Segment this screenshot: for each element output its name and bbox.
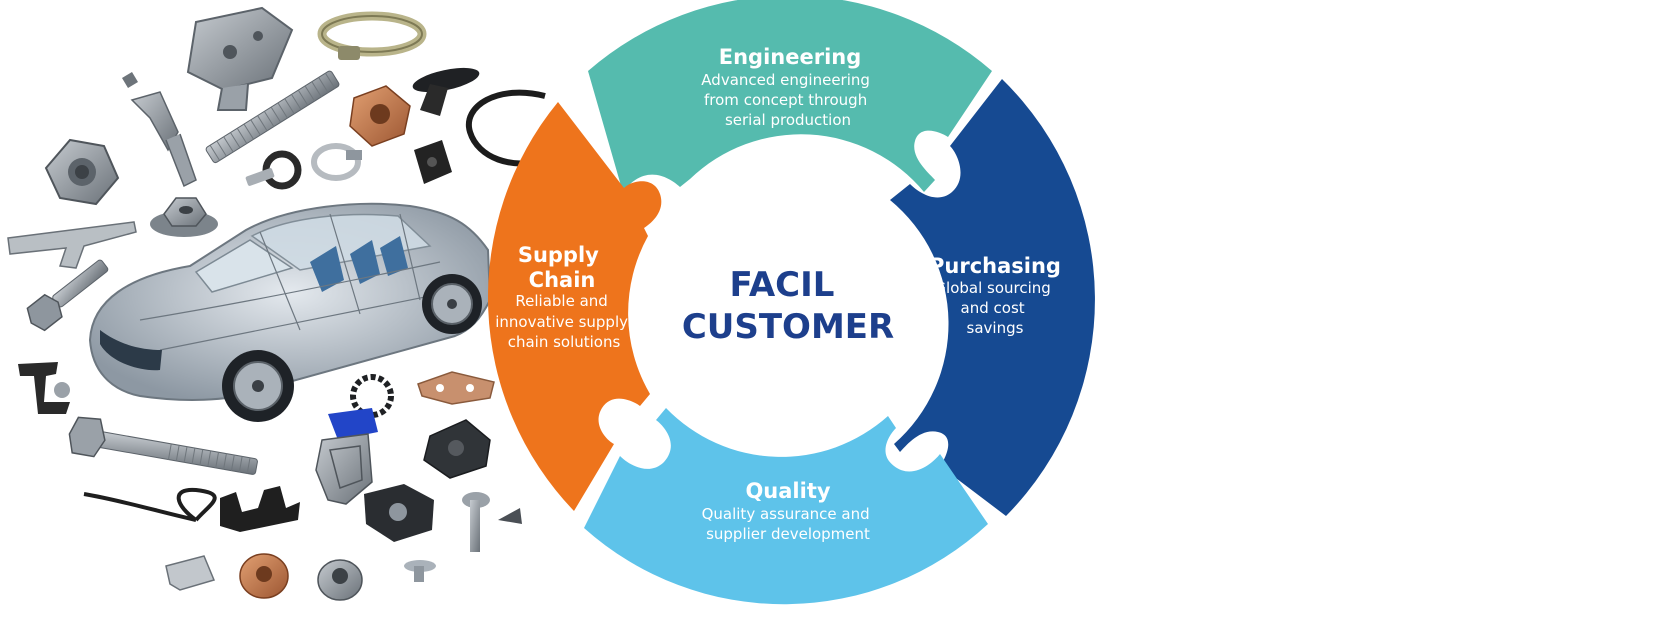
pop-rivet-icon bbox=[462, 492, 490, 552]
blue-clip-icon bbox=[315, 408, 378, 505]
screw-icon bbox=[122, 72, 138, 88]
supply-chain-description: Reliable and innovative supply chain sol… bbox=[495, 292, 633, 351]
segment-engineering-shape bbox=[588, 0, 992, 224]
segment-quality[interactable]: Quality Quality assurance and supplier d… bbox=[584, 408, 988, 605]
nut-icon bbox=[44, 138, 120, 206]
cage-nut-icon bbox=[165, 555, 216, 591]
flange-bolt-icon bbox=[26, 259, 109, 332]
engineering-description: Advanced engineering from concept throug… bbox=[701, 71, 874, 129]
segment-engineering[interactable]: Engineering Advanced engineering from co… bbox=[588, 0, 992, 224]
supply-chain-line-3: chain solutions bbox=[508, 333, 621, 351]
quality-title: Quality bbox=[745, 479, 830, 503]
flange-nut-icon bbox=[150, 197, 218, 237]
quality-line-1: Quality assurance and bbox=[702, 505, 870, 523]
u-nut-icon bbox=[364, 484, 434, 542]
copper-flange-nut-icon bbox=[239, 553, 289, 599]
small-tab-icon bbox=[498, 508, 522, 524]
segment-quality-shape bbox=[584, 408, 988, 605]
car-cutaway-icon bbox=[88, 202, 492, 422]
washer-icon bbox=[350, 374, 394, 418]
automotive-parts-illustration bbox=[7, 6, 546, 601]
supply-chain-line-2: innovative supply bbox=[495, 313, 628, 331]
engineering-line-1: Advanced engineering bbox=[701, 71, 870, 89]
rivet-icon bbox=[130, 91, 197, 188]
center-title-line-2: CUSTOMER bbox=[682, 307, 894, 347]
snap-ring-icon bbox=[465, 89, 546, 167]
center-circle bbox=[650, 164, 930, 444]
tab-clip-icon bbox=[417, 371, 495, 405]
long-bolt-icon bbox=[68, 416, 258, 475]
segment-supply-chain-shape bbox=[487, 102, 662, 511]
purchasing-line-3: savings bbox=[967, 319, 1024, 337]
bolt-icon bbox=[205, 70, 340, 164]
engineering-title: Engineering bbox=[719, 45, 862, 69]
purchasing-description: Global sourcing and cost savings bbox=[934, 279, 1055, 337]
supply-chain-title-line-2: Chain bbox=[529, 268, 596, 292]
supply-chain-title: Supply Chain bbox=[518, 243, 606, 292]
purchasing-title: Purchasing bbox=[929, 254, 1061, 278]
supply-chain-title-line-1: Supply bbox=[518, 243, 599, 267]
trim-clip-icon bbox=[7, 221, 137, 269]
quality-description: Quality assurance and supplier developme… bbox=[702, 505, 875, 543]
segment-supply-chain[interactable]: Supply Chain Reliable and innovative sup… bbox=[487, 102, 662, 511]
segment-purchasing-shape bbox=[890, 79, 1095, 516]
hose-clamp-icon bbox=[311, 143, 362, 181]
segment-purchasing[interactable]: Purchasing Global sourcing and cost savi… bbox=[890, 79, 1095, 516]
bracket-icon bbox=[186, 6, 294, 111]
wheel-front-icon bbox=[222, 350, 294, 422]
center-hub: FACIL CUSTOMER bbox=[650, 164, 930, 444]
puzzle-ring: Engineering Advanced engineering from co… bbox=[487, 0, 1095, 605]
purchasing-line-1: Global sourcing bbox=[934, 279, 1050, 297]
engineering-line-3: serial production bbox=[725, 111, 851, 129]
quality-line-2: supplier development bbox=[706, 525, 870, 543]
wheel-rear-icon bbox=[422, 274, 482, 334]
p-clamp-icon bbox=[245, 150, 302, 190]
square-clip-icon bbox=[414, 140, 452, 184]
blind-rivet-icon bbox=[404, 560, 436, 582]
center-title-line-1: FACIL bbox=[730, 265, 835, 305]
steel-flange-nut-icon bbox=[317, 559, 363, 601]
purchasing-line-2: and cost bbox=[961, 299, 1025, 317]
supply-chain-line-1: Reliable and bbox=[515, 292, 607, 310]
hose-clip-icon bbox=[220, 486, 300, 532]
clamp-icon bbox=[317, 11, 427, 60]
u-clip-icon bbox=[18, 362, 70, 414]
copper-nut-icon bbox=[349, 85, 411, 147]
j-nut-icon bbox=[423, 419, 491, 479]
engineering-line-2: from concept through bbox=[704, 91, 867, 109]
push-clip-icon bbox=[412, 67, 480, 116]
cable-tie-icon bbox=[83, 487, 217, 522]
